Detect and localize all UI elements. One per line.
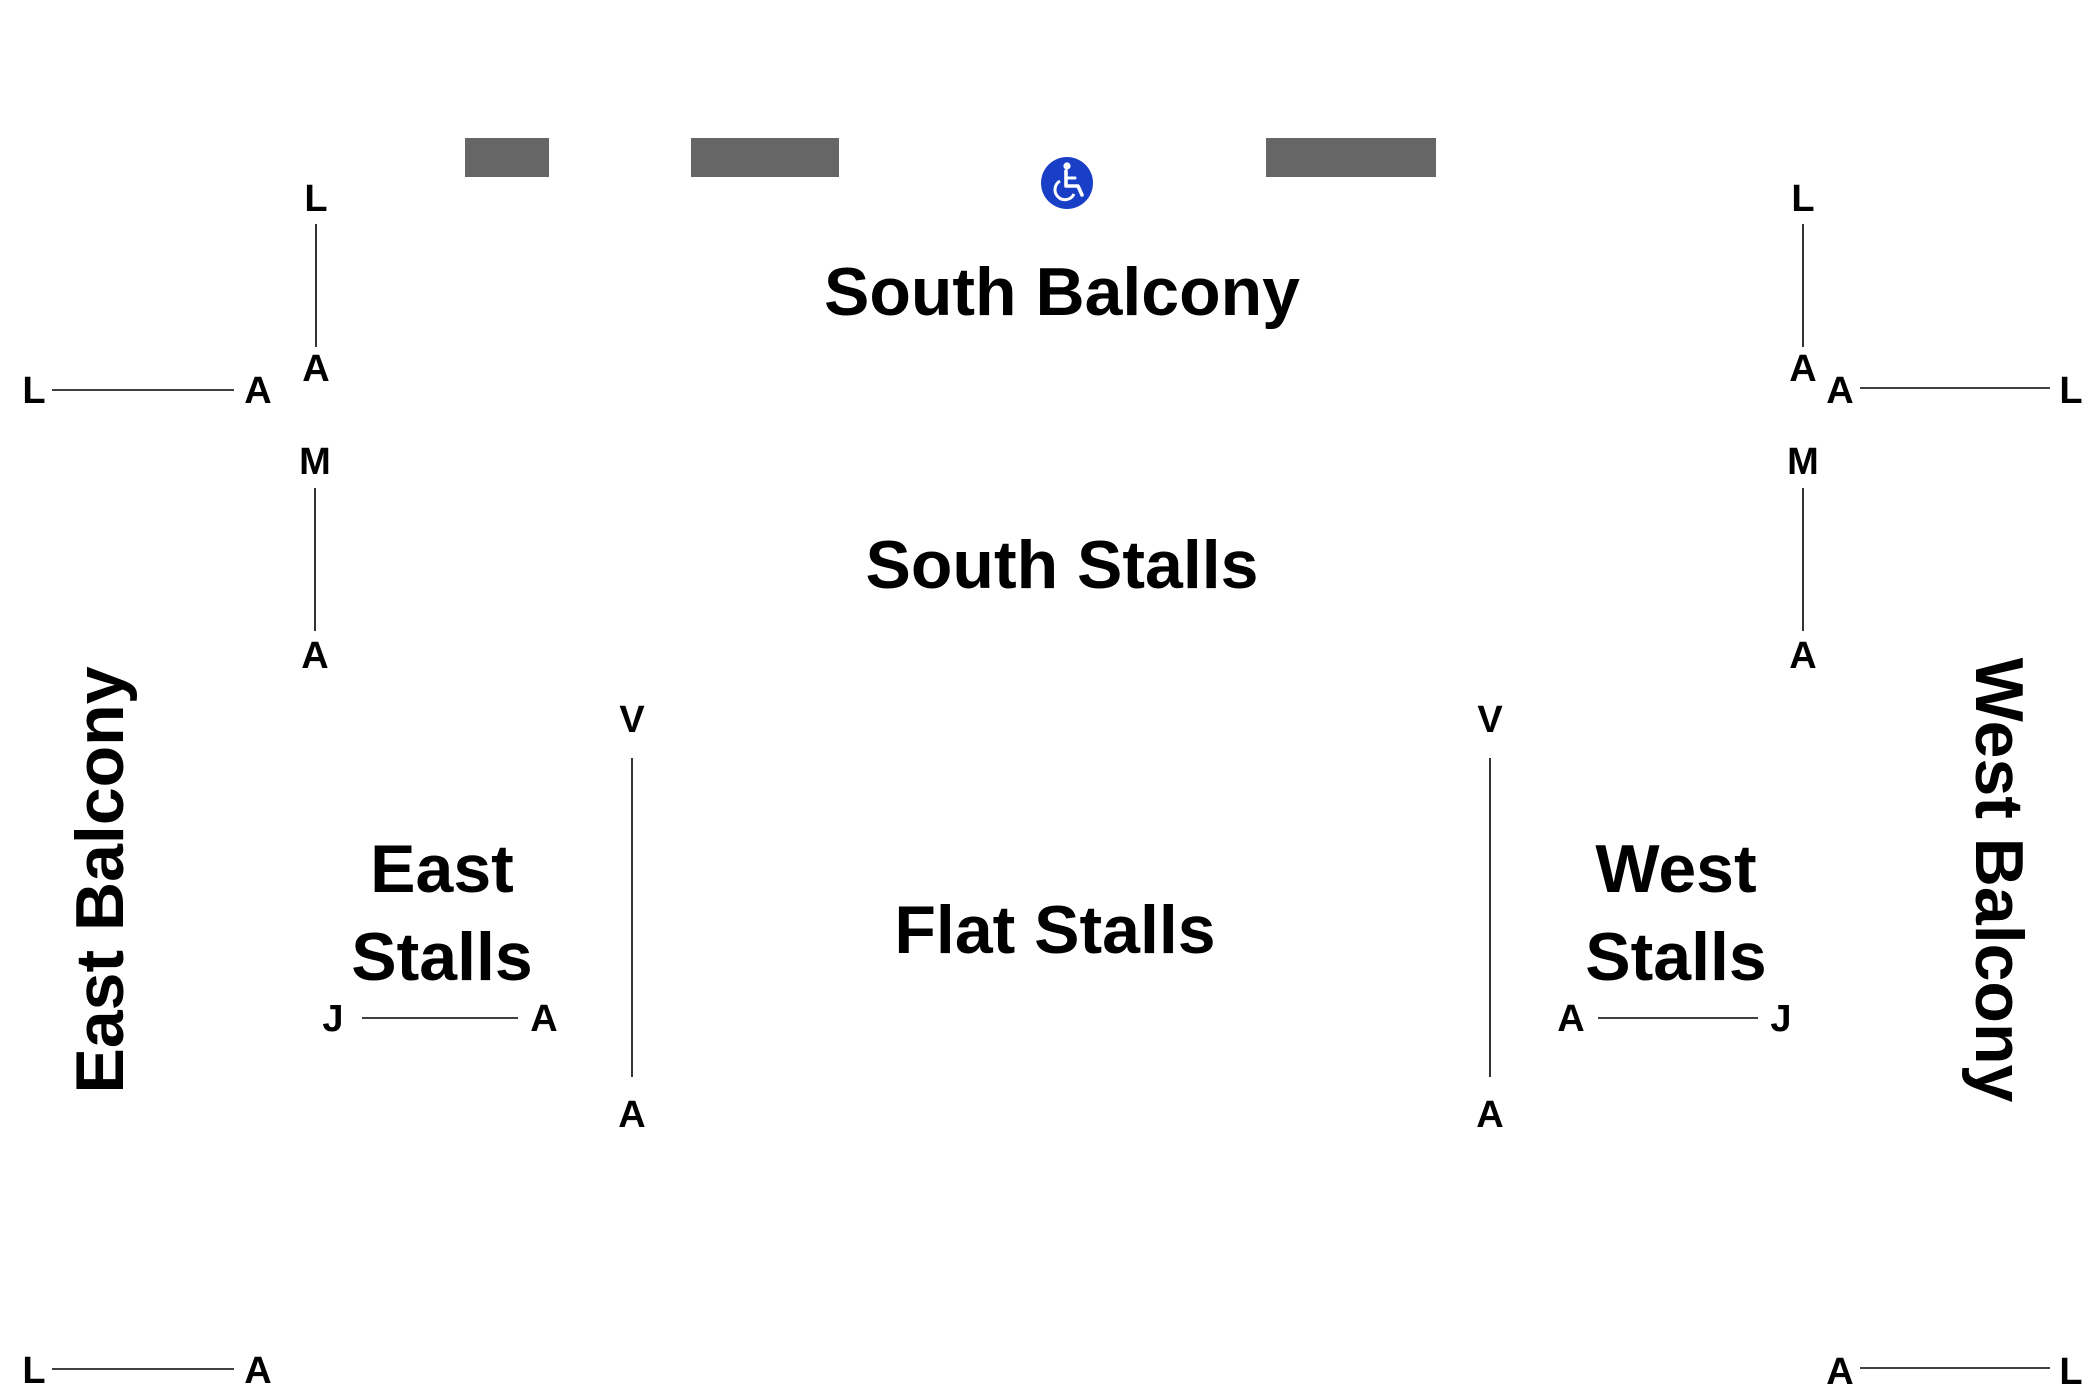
row-label: A — [244, 1350, 271, 1392]
row-label: L — [1791, 178, 1814, 220]
row-label: A — [301, 635, 328, 677]
section-east-stalls-line2[interactable]: Stalls — [351, 919, 532, 995]
row-label: M — [1787, 441, 1819, 483]
row-label: A — [530, 998, 557, 1040]
row-label: L — [22, 370, 45, 412]
row-label: J — [322, 998, 343, 1040]
section-west-balcony[interactable]: West Balcony — [1961, 658, 2037, 1103]
section-flat-stalls[interactable]: Flat Stalls — [894, 892, 1215, 968]
blocked-area-3 — [1266, 138, 1436, 177]
row-label: A — [1789, 348, 1816, 390]
blocked-area-1 — [465, 138, 549, 177]
section-south-stalls[interactable]: South Stalls — [866, 527, 1259, 603]
row-label: L — [2059, 370, 2082, 412]
row-label: L — [22, 1350, 45, 1392]
row-label: A — [1826, 1351, 1853, 1393]
section-south-balcony[interactable]: South Balcony — [824, 254, 1300, 330]
section-west-stalls-line2[interactable]: Stalls — [1585, 919, 1766, 995]
row-label: V — [619, 699, 645, 741]
row-label: A — [618, 1094, 645, 1136]
section-east-balcony[interactable]: East Balcony — [62, 666, 138, 1093]
row-label: L — [2059, 1351, 2082, 1393]
row-label: A — [1557, 998, 1584, 1040]
row-label: A — [1476, 1094, 1503, 1136]
row-label: L — [304, 178, 327, 220]
section-east-stalls-line1[interactable]: East — [370, 831, 514, 907]
row-label: V — [1477, 699, 1503, 741]
row-label: A — [1826, 370, 1853, 412]
row-label: A — [302, 348, 329, 390]
row-label: J — [1770, 998, 1791, 1040]
blocked-area-2 — [691, 138, 839, 177]
section-west-stalls-line1[interactable]: West — [1595, 831, 1756, 907]
row-label: A — [1789, 635, 1816, 677]
wheelchair-icon[interactable] — [1041, 157, 1093, 209]
row-label: A — [244, 370, 271, 412]
row-label: M — [299, 441, 331, 483]
